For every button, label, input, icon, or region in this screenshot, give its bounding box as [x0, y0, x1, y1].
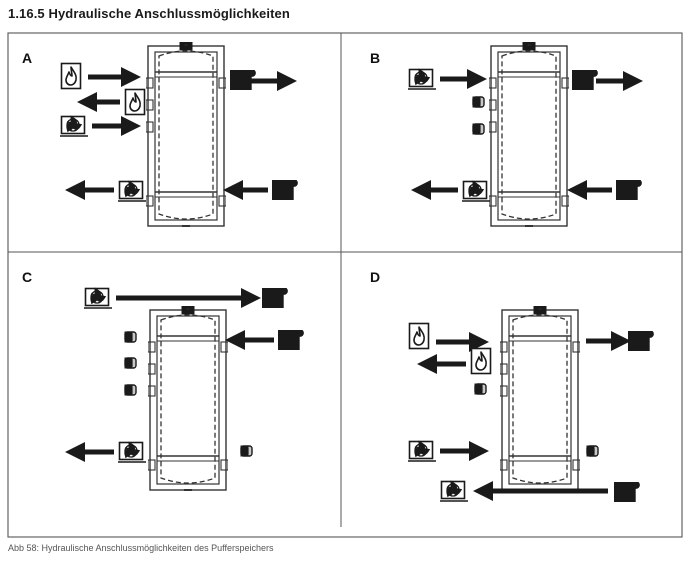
cap-plug-icon: [473, 97, 484, 107]
fan-icon: [440, 482, 468, 502]
radiator-icon: [573, 72, 595, 88]
radiator-icon: [615, 484, 637, 500]
figure-caption: Abb 58: Hydraulische Anschlussmöglichkei…: [8, 543, 274, 553]
cap-plug-icon: [125, 358, 136, 368]
flame-icon: [126, 90, 145, 115]
quadrant-a: [60, 42, 295, 226]
buffer-tank: [146, 42, 226, 226]
cap-plug-icon: [475, 384, 486, 394]
quadrant-b: [408, 42, 643, 226]
fan-icon: [60, 117, 88, 137]
buffer-tank: [148, 306, 228, 490]
flame-icon: [410, 324, 429, 349]
fan-icon: [118, 443, 146, 463]
buffer-tank: [489, 42, 569, 226]
radiator-icon: [279, 332, 301, 348]
diagram-frame: [7, 32, 683, 538]
cap-plug-icon: [241, 446, 252, 456]
radiator-icon: [263, 290, 285, 306]
radiator-icon: [629, 333, 651, 349]
flame-icon: [62, 64, 81, 89]
fan-icon: [408, 442, 436, 462]
fan-icon: [462, 182, 490, 202]
fan-icon: [84, 289, 112, 309]
fan-icon: [408, 70, 436, 90]
flame-icon: [472, 349, 491, 374]
quadrant-label-b: B: [370, 50, 380, 66]
quadrant-label-a: A: [22, 50, 32, 66]
cap-plug-icon: [125, 385, 136, 395]
fan-icon: [118, 182, 146, 202]
section-heading: 1.16.5 Hydraulische Anschlussmöglichkeit…: [8, 6, 290, 21]
quadrant-c: [65, 289, 301, 491]
buffer-tank: [500, 306, 580, 490]
radiator-icon: [617, 182, 639, 198]
cap-plug-icon: [125, 332, 136, 342]
cap-plug-icon: [587, 446, 598, 456]
quadrant-label-c: C: [22, 269, 32, 285]
cap-plug-icon: [473, 124, 484, 134]
quadrant-d: [408, 306, 651, 501]
radiator-icon: [273, 182, 295, 198]
quadrant-label-d: D: [370, 269, 380, 285]
